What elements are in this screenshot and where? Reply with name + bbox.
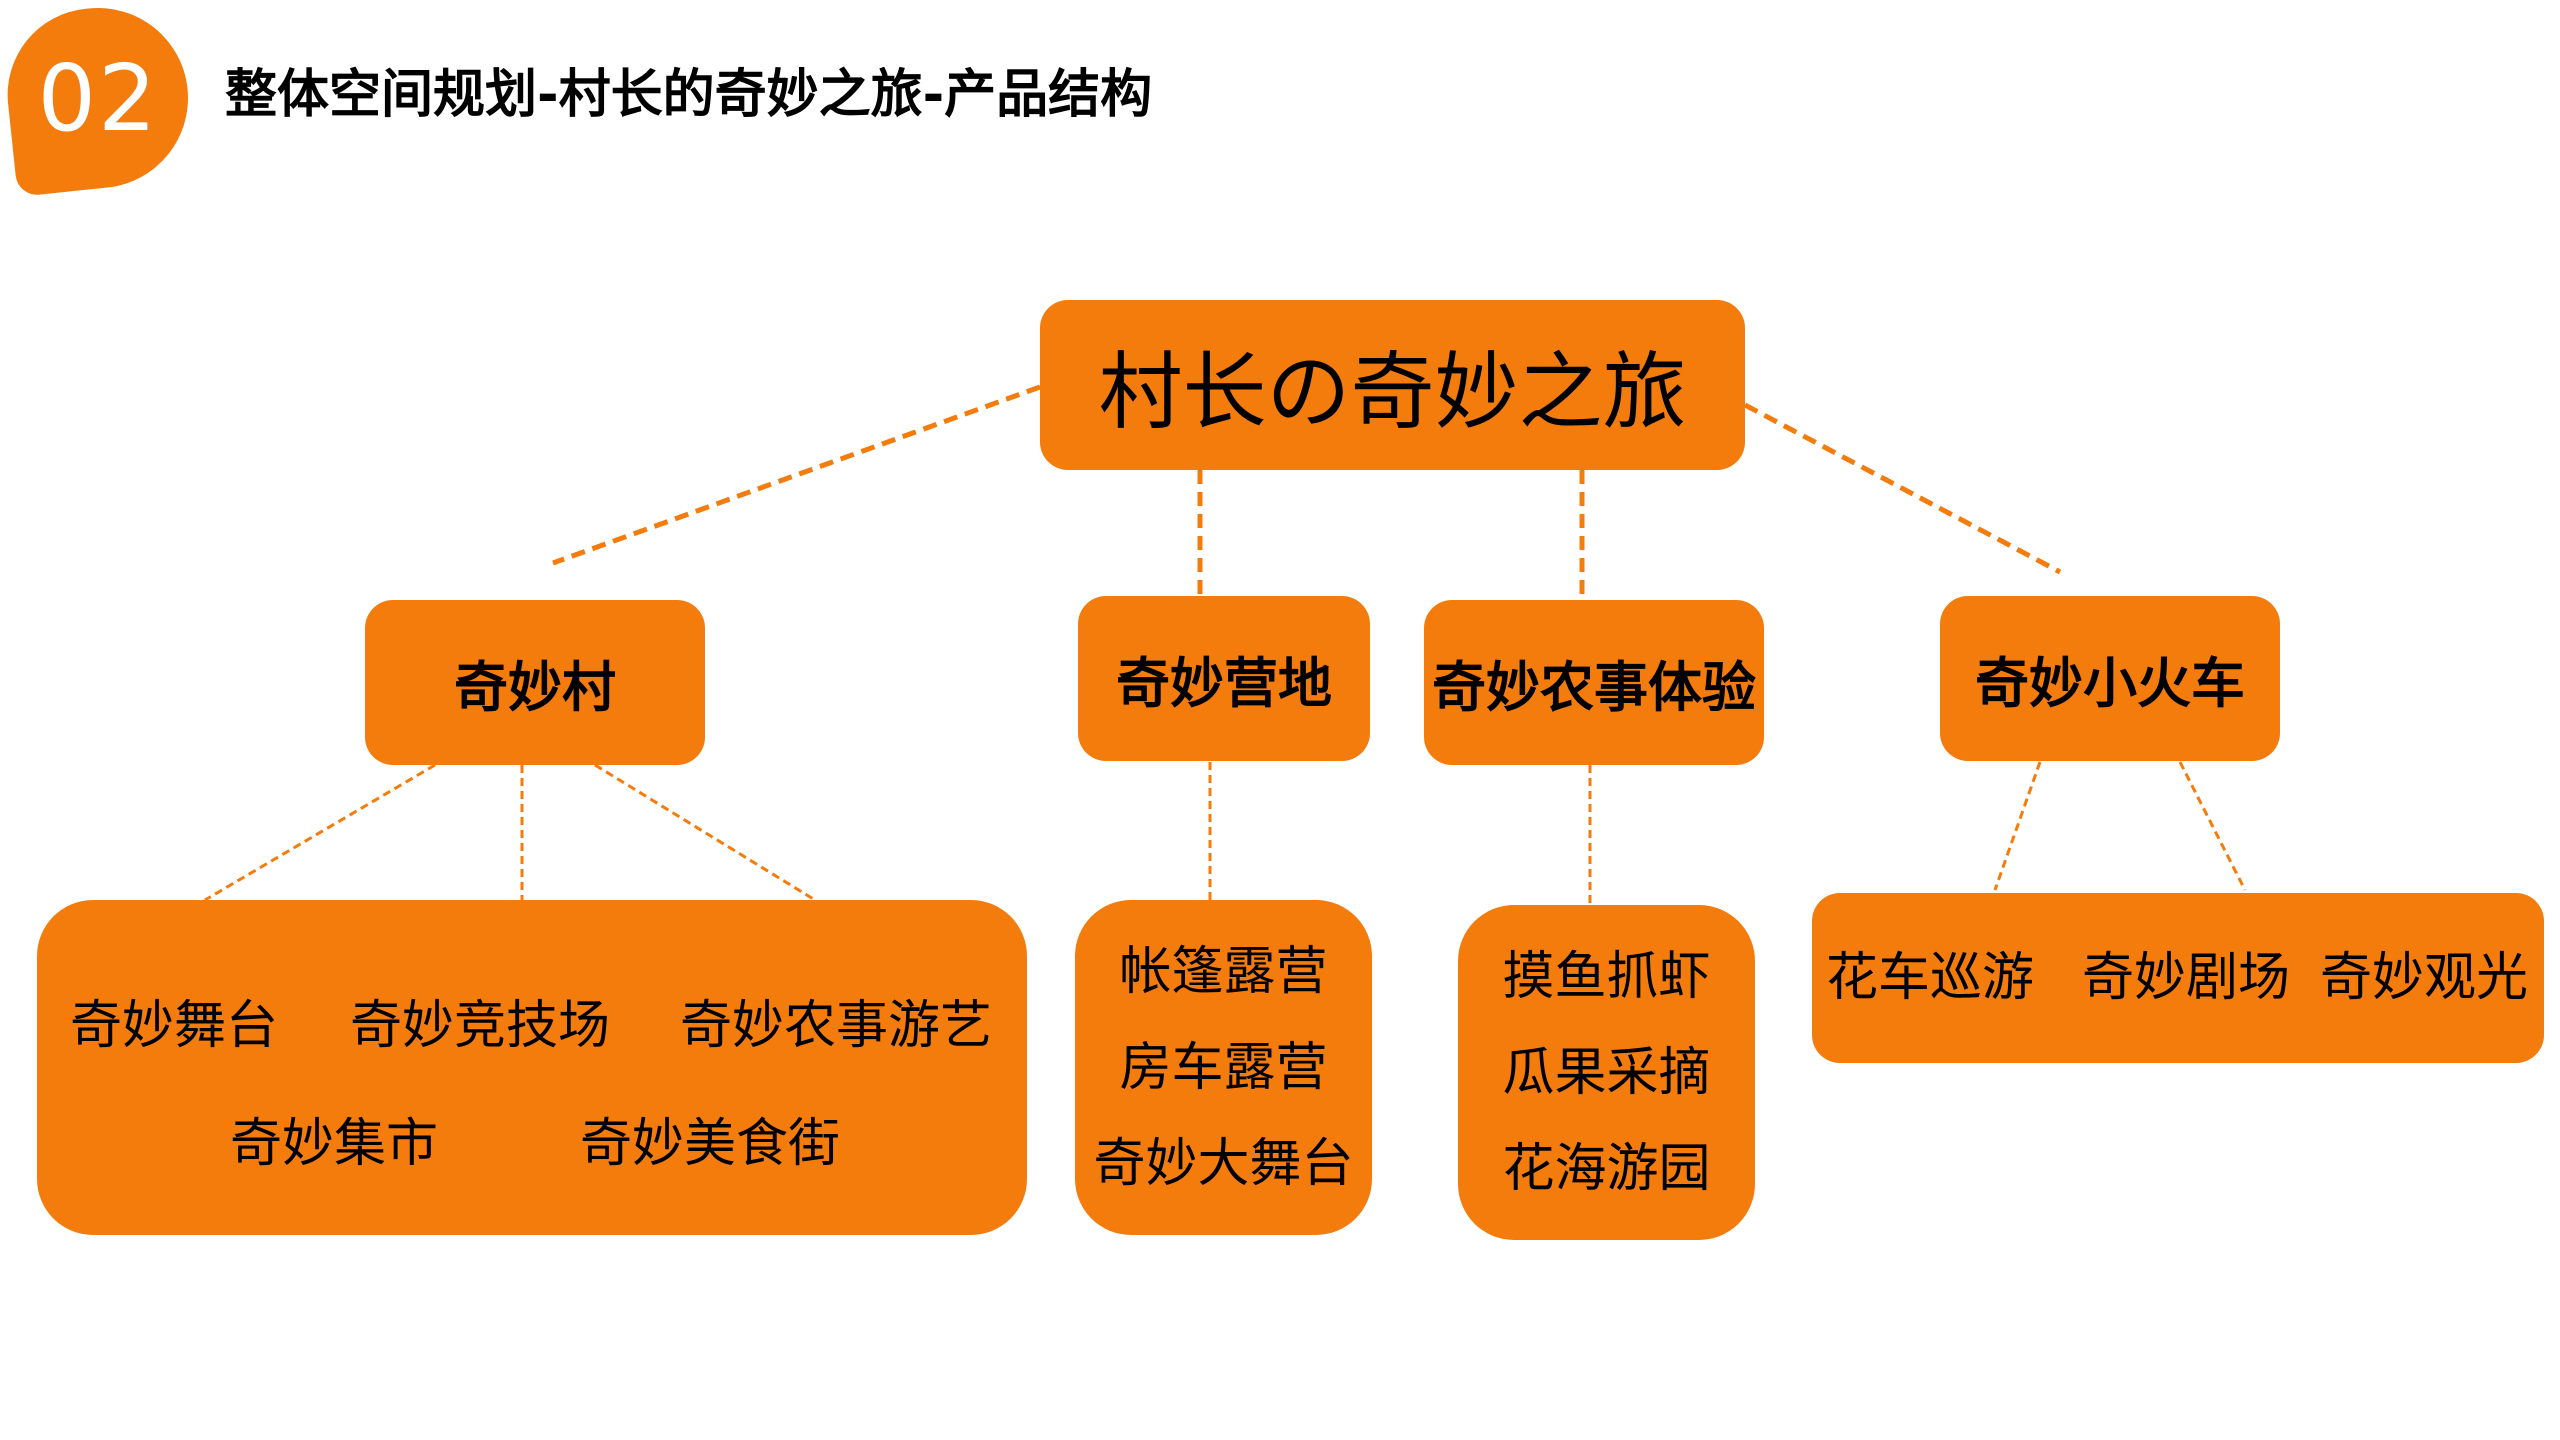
connector-root-cat1 <box>552 384 1041 566</box>
leaf-group-village: 奇妙舞台 奇妙竞技场 奇妙农事游艺 奇妙集市 奇妙美食街 <box>37 900 1027 1235</box>
category-node-village: 奇妙村 <box>365 600 705 765</box>
root-node: 村长の奇妙之旅 <box>1040 300 1745 470</box>
leaf-item: 帐篷露营 <box>1119 941 1328 1002</box>
category-node-farm-experience: 奇妙农事体验 <box>1424 600 1764 765</box>
connector-cat4-left <box>1993 761 2042 891</box>
leaf-item: 奇妙集市 <box>230 1114 439 1174</box>
connector-cat1-left <box>204 763 436 902</box>
category-node-camp: 奇妙营地 <box>1078 596 1370 761</box>
page-title: 整体空间规划-村长的奇妙之旅-产品结构 <box>225 65 1153 125</box>
leaf-item: 花车巡游 <box>1826 948 2035 1008</box>
leaf-group-camp: 帐篷露营 房车露营 奇妙大舞台 <box>1075 900 1372 1235</box>
leaf-item: 奇妙剧场 <box>2082 948 2291 1008</box>
leaf-item: 奇妙舞台 <box>70 996 279 1056</box>
leaf-item: 花海游园 <box>1502 1138 1711 1199</box>
leaf-item: 奇妙大舞台 <box>1093 1133 1354 1194</box>
leaf-item: 奇妙农事游艺 <box>680 996 993 1056</box>
leaf-item: 房车露营 <box>1119 1037 1328 1098</box>
leaf-item: 奇妙竞技场 <box>350 996 611 1056</box>
connector-cat4-right <box>2178 761 2247 891</box>
leaf-group-farm-experience: 摸鱼抓虾 瓜果采摘 花海游园 <box>1458 905 1755 1240</box>
leaf-item: 奇妙美食街 <box>580 1114 841 1174</box>
leaf-item: 奇妙观光 <box>2320 948 2529 1008</box>
leaf-group-train: 花车巡游 奇妙剧场 奇妙观光 <box>1812 893 2544 1063</box>
section-number: 02 <box>37 44 159 152</box>
leaf-item: 摸鱼抓虾 <box>1502 946 1711 1007</box>
connector-root-cat4 <box>1743 402 2062 575</box>
leaf-item: 瓜果采摘 <box>1502 1042 1711 1103</box>
category-node-train: 奇妙小火车 <box>1940 596 2280 761</box>
connector-cat1-right <box>594 763 816 902</box>
